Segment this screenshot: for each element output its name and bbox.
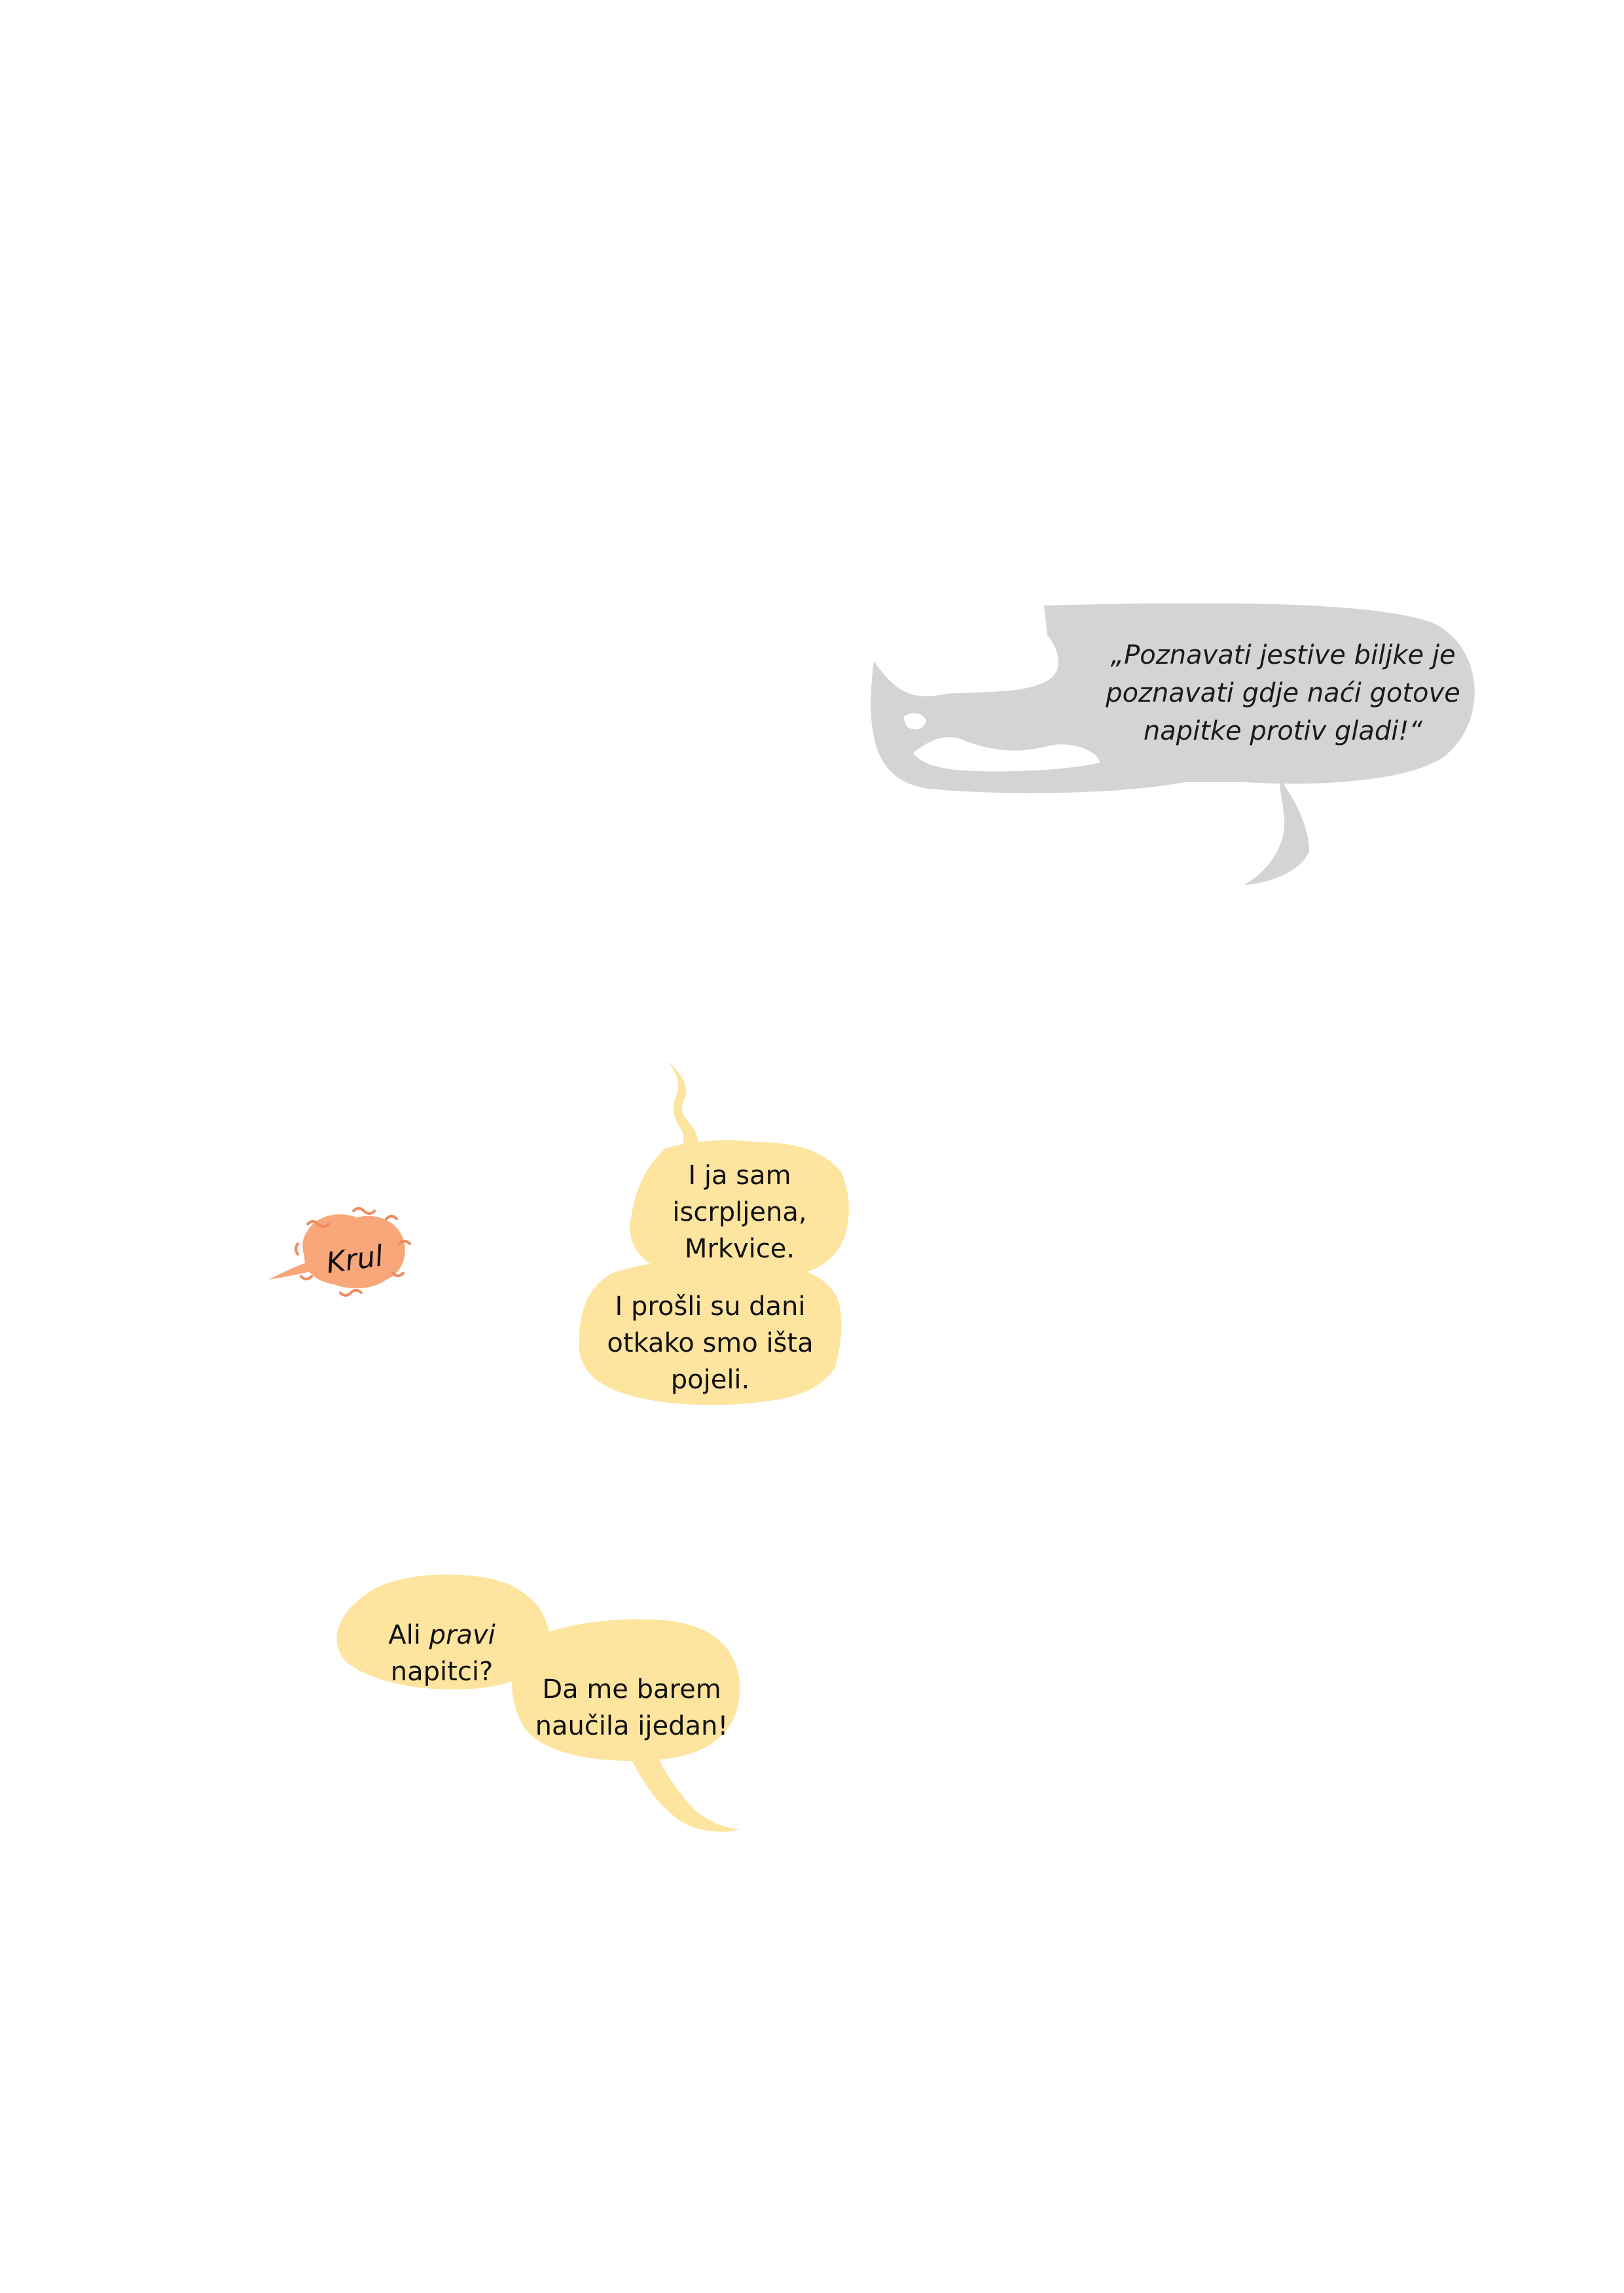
- speech-bubble-2: [579, 1259, 842, 1405]
- speech-bubble-1-shape: [630, 1140, 849, 1278]
- bubble-3-plain: Ali: [388, 1620, 429, 1650]
- quote-bubble-tail: [1244, 779, 1309, 885]
- speech-bubble-1-tail: [668, 1060, 700, 1159]
- bubble-2-line-3: pojeli.: [670, 1365, 750, 1395]
- sound-effect-shake-lines: [295, 1207, 411, 1297]
- quote-bubble: [871, 603, 1475, 885]
- sound-effect-shape: [302, 1214, 405, 1289]
- sound-effect-burst: [268, 1207, 411, 1297]
- quote-bubble-text: „Poznavati jestive biljke je poznavati g…: [1087, 636, 1479, 750]
- speech-bubble-1: [630, 1060, 849, 1278]
- bubble-2-line-2: otkako smo išta: [607, 1328, 814, 1358]
- quote-bubble-silhouette: [903, 713, 1100, 772]
- bubble-2-line-1: I prošli su dani: [615, 1291, 806, 1322]
- quote-bubble-shape: [871, 603, 1475, 793]
- speech-bubble-3-text: Ali pravi napitci?: [363, 1617, 520, 1690]
- bubble-1-line-2: iscrpljena,: [672, 1197, 807, 1227]
- bubble-1-line-1: I ja sam: [688, 1161, 791, 1191]
- bubble-3-line-2: napitci?: [390, 1657, 494, 1687]
- bubble-4-line-1: Da me barem: [542, 1674, 721, 1705]
- bubble-4-line-2: naučila ijedan!: [535, 1711, 729, 1741]
- bubble-3-italic: pravi: [429, 1620, 496, 1650]
- quote-line-3: napitke protiv gladi!“: [1143, 716, 1423, 746]
- speech-bubble-4: [511, 1619, 740, 1832]
- speech-bubble-4-shape: [511, 1619, 740, 1761]
- bubble-3-line-1: Ali pravi: [363, 1617, 520, 1653]
- quote-line-1: „Poznavati jestive biljke je: [1110, 640, 1456, 670]
- speech-bubble-1-text: I ja sam iscrpljena, Mrkvice.: [628, 1157, 851, 1267]
- sound-effect-tail: [268, 1260, 317, 1280]
- speech-bubble-4-tail: [625, 1744, 740, 1832]
- speech-bubble-2-text: I prošli su dani otkako smo išta pojeli.: [583, 1288, 838, 1398]
- quote-line-2: poznavati gdje naći gotove: [1106, 678, 1460, 708]
- bubble-1-line-3: Mrkvice.: [684, 1234, 795, 1264]
- speech-bubble-3: [336, 1574, 550, 1689]
- speech-bubble-4-text: Da me barem naučila ijedan!: [520, 1671, 743, 1744]
